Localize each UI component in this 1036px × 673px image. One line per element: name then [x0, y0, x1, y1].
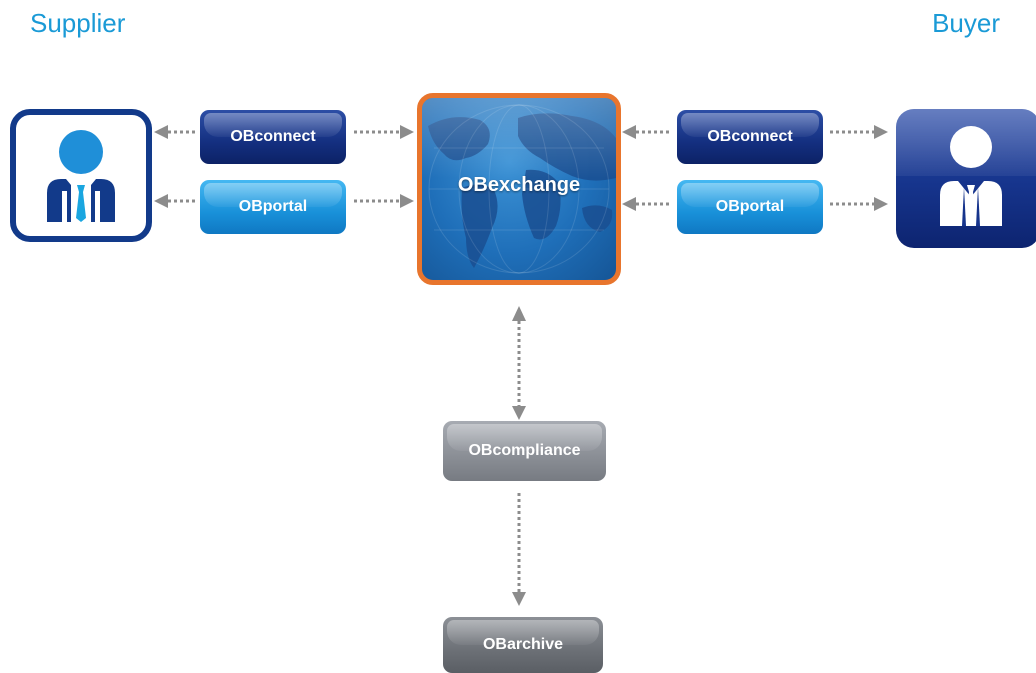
supplier-box [10, 109, 152, 242]
arrow-left-icon [154, 125, 168, 139]
buyer-obportal-label: OBportal [715, 198, 785, 215]
arrow-right-icon [400, 194, 414, 208]
obarchive-button[interactable]: OBarchive [443, 617, 603, 673]
supplier-title: Supplier [30, 8, 126, 38]
buyer-obconnect-button[interactable]: OBconnect [677, 110, 823, 164]
person-icon [47, 130, 115, 222]
arrow-left-icon [154, 194, 168, 208]
arrow-down-icon [512, 406, 526, 420]
arrow-left-icon [622, 197, 636, 211]
arrow-right-icon [400, 125, 414, 139]
supplier-obconnect-button[interactable]: OBconnect [200, 110, 346, 164]
obcompliance-button[interactable]: OBcompliance [443, 421, 606, 481]
supplier-obportal-label: OBportal [238, 198, 308, 215]
supplier-obportal-button[interactable]: OBportal [200, 180, 346, 234]
arrow-left-icon [622, 125, 636, 139]
world-map-icon [422, 98, 616, 274]
arrow-right-icon [874, 197, 888, 211]
obexchange-hub: OBexchange [417, 93, 621, 285]
obarchive-label: OBarchive [482, 636, 564, 653]
obcompliance-label: OBcompliance [468, 442, 581, 459]
buyer-title: Buyer [932, 8, 1000, 38]
arrow-down-icon [512, 592, 526, 606]
arrow-right-icon [874, 125, 888, 139]
person-icon [940, 126, 1002, 226]
supplier-obconnect-label: OBconnect [230, 128, 316, 145]
obexchange-label: OBexchange [457, 174, 581, 196]
arrow-up-icon [512, 306, 526, 321]
buyer-obconnect-label: OBconnect [707, 128, 793, 145]
buyer-box [896, 109, 1036, 248]
buyer-obportal-button[interactable]: OBportal [677, 180, 823, 234]
